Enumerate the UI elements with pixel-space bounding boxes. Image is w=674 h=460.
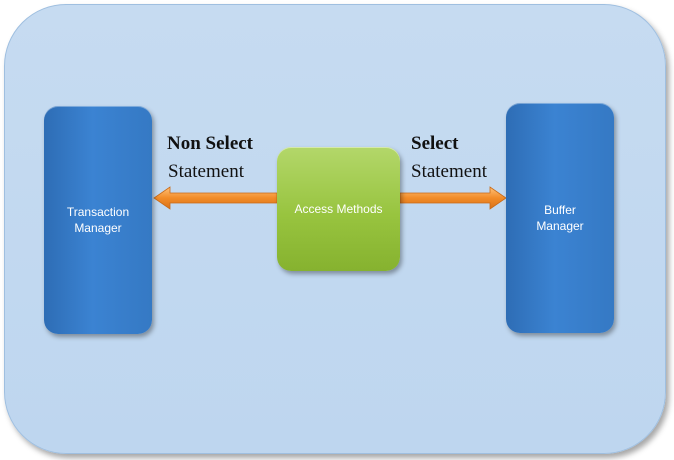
arrow-to-transaction-manager <box>153 186 278 210</box>
transaction-manager-box: Transaction Manager <box>44 106 152 334</box>
non-select-statement-label: Statement <box>168 161 244 182</box>
access-methods-box: Access Methods <box>277 147 400 271</box>
select-label: Select <box>411 133 459 154</box>
arrow-to-buffer-manager <box>399 186 507 210</box>
buffer-manager-box: Buffer Manager <box>506 103 614 333</box>
non-select-label: Non Select <box>167 133 254 154</box>
select-statement-label: Statement <box>411 161 487 182</box>
